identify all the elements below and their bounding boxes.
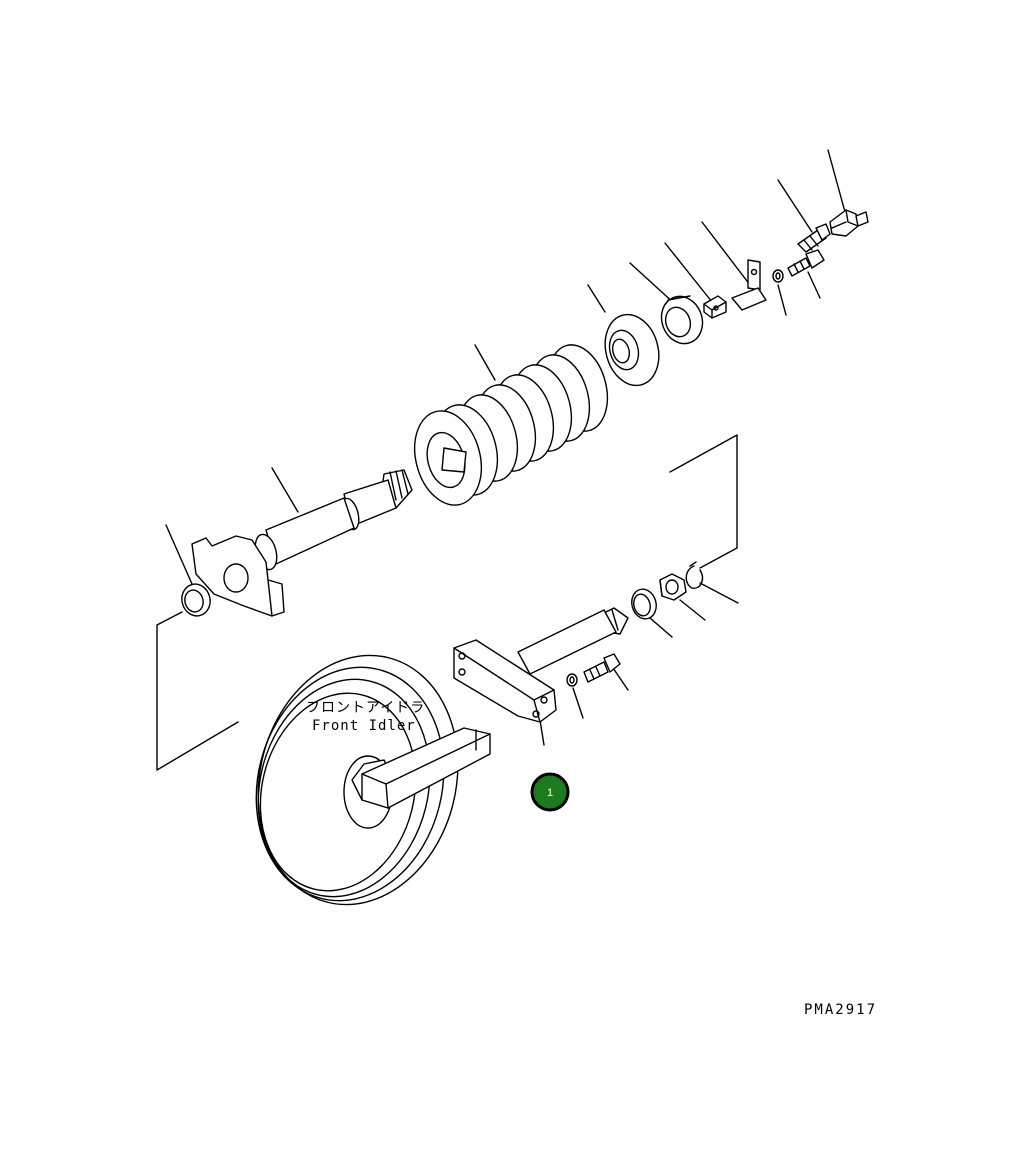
snap-ring xyxy=(685,561,704,589)
assembly-bracket-right xyxy=(669,434,738,569)
small-block xyxy=(703,295,727,319)
front-idler-wheel xyxy=(255,654,459,906)
yoke-plate xyxy=(453,639,557,723)
callout-badge-circle[interactable] xyxy=(530,772,570,812)
grease-valve xyxy=(797,223,831,253)
recoil-rod xyxy=(254,469,413,571)
recoil-spring xyxy=(413,344,609,506)
callout-badge[interactable]: 1 xyxy=(530,772,570,812)
spring-retainer xyxy=(604,313,660,387)
bushing-ring xyxy=(660,295,704,345)
callout-badge-number: 1 xyxy=(547,787,553,799)
washer-top xyxy=(772,269,784,283)
washer-mid xyxy=(566,673,578,687)
bolt-top xyxy=(787,249,825,277)
drawing-code: PMA2917 xyxy=(804,1002,877,1018)
bracket-plate xyxy=(731,259,767,311)
label-english: Front Idler xyxy=(312,718,416,734)
assembly-bracket-left xyxy=(156,611,239,771)
yoke-rod xyxy=(517,607,629,675)
idler-block xyxy=(361,727,491,809)
collar xyxy=(631,588,657,620)
bolt-mid xyxy=(583,653,621,683)
flange-plate xyxy=(191,535,285,617)
grease-elbow-fitting xyxy=(829,209,869,237)
label-japanese: フロントアイドラ xyxy=(306,700,425,716)
seal-ring-left xyxy=(181,583,211,617)
leader-lines xyxy=(165,149,846,746)
slotted-nut xyxy=(659,573,687,601)
